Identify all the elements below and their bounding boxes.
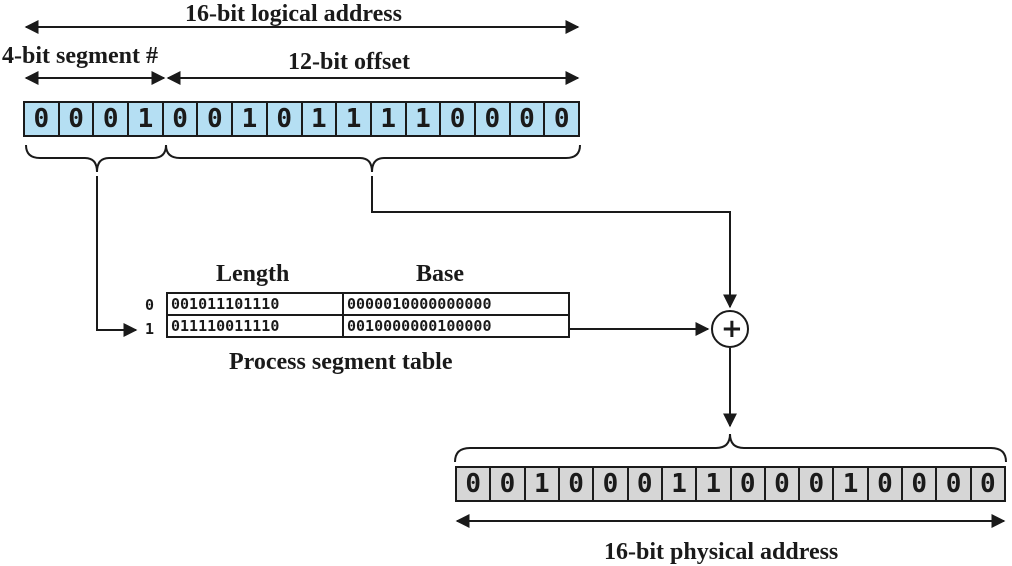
segment-length-cell: 011110011110 bbox=[166, 314, 344, 338]
table-row: 001011101110 0000010000000000 bbox=[166, 292, 570, 316]
bit-cell: 1 bbox=[372, 103, 407, 135]
adder-plus-symbol: + bbox=[721, 314, 743, 344]
process-segment-table: 001011101110 0000010000000000 0111100111… bbox=[166, 292, 570, 338]
physical-address-label: 16-bit physical address bbox=[604, 539, 839, 565]
bit-cell: 0 bbox=[732, 468, 766, 500]
bit-cell: 1 bbox=[526, 468, 560, 500]
segment-base-cell: 0000010000000000 bbox=[342, 292, 570, 316]
bit-cell: 0 bbox=[903, 468, 938, 500]
segment-table-caption: Process segment table bbox=[229, 349, 453, 375]
segment-index-connector bbox=[96, 176, 138, 337]
adder-circle bbox=[711, 310, 749, 348]
bit-cell: 1 bbox=[303, 103, 338, 135]
bit-cell: 0 bbox=[476, 103, 511, 135]
bit-cell: 0 bbox=[25, 103, 60, 135]
bit-cell: 1 bbox=[834, 468, 869, 500]
bit-cell: 0 bbox=[491, 468, 526, 500]
base-column-header: Base bbox=[416, 261, 464, 287]
logical-address-label: 16-bit logical address bbox=[185, 1, 402, 27]
length-column-header: Length bbox=[216, 261, 290, 287]
offset-label: 12-bit offset bbox=[288, 49, 410, 75]
offset-brace bbox=[165, 144, 581, 173]
bit-cell: 0 bbox=[198, 103, 234, 135]
bit-cell: 0 bbox=[594, 468, 629, 500]
segment-brace bbox=[25, 144, 167, 173]
bit-cell: 0 bbox=[629, 468, 663, 500]
segment-table-index-1: 1 bbox=[145, 320, 155, 338]
bit-cell: 0 bbox=[441, 103, 476, 135]
bit-cell: 0 bbox=[869, 468, 904, 500]
table-row: 011110011110 0010000000100000 bbox=[166, 314, 570, 338]
bit-cell: 0 bbox=[766, 468, 801, 500]
bit-cell: 0 bbox=[553, 104, 570, 134]
bit-cell: 0 bbox=[457, 468, 492, 500]
bit-cell: 0 bbox=[60, 103, 95, 135]
segment-base-cell: 0010000000100000 bbox=[342, 314, 570, 338]
bit-cell: 0 bbox=[560, 468, 595, 500]
segment-number-label: 4-bit segment # bbox=[2, 43, 158, 69]
segment-length-cell: 001011101110 bbox=[166, 292, 344, 316]
bit-cell: 1 bbox=[129, 103, 164, 135]
physical-brace bbox=[454, 433, 1007, 463]
bit-cell: 1 bbox=[233, 103, 268, 135]
bit-cell: 0 bbox=[800, 468, 835, 500]
bit-cell: 0 bbox=[937, 468, 972, 500]
bit-cell: 0 bbox=[164, 103, 199, 135]
bit-cell: 0 bbox=[511, 103, 546, 135]
bit-cell: 1 bbox=[337, 103, 372, 135]
bit-cell: 1 bbox=[407, 103, 442, 135]
bit-cell: 0 bbox=[94, 103, 130, 135]
segment-table-index-0: 0 bbox=[145, 296, 155, 314]
bit-cell: 0 bbox=[268, 103, 303, 135]
bit-cell: 1 bbox=[663, 468, 698, 500]
offset-connector bbox=[371, 176, 737, 309]
bit-cell: 0 bbox=[980, 469, 996, 499]
bit-cell: 1 bbox=[697, 468, 732, 500]
